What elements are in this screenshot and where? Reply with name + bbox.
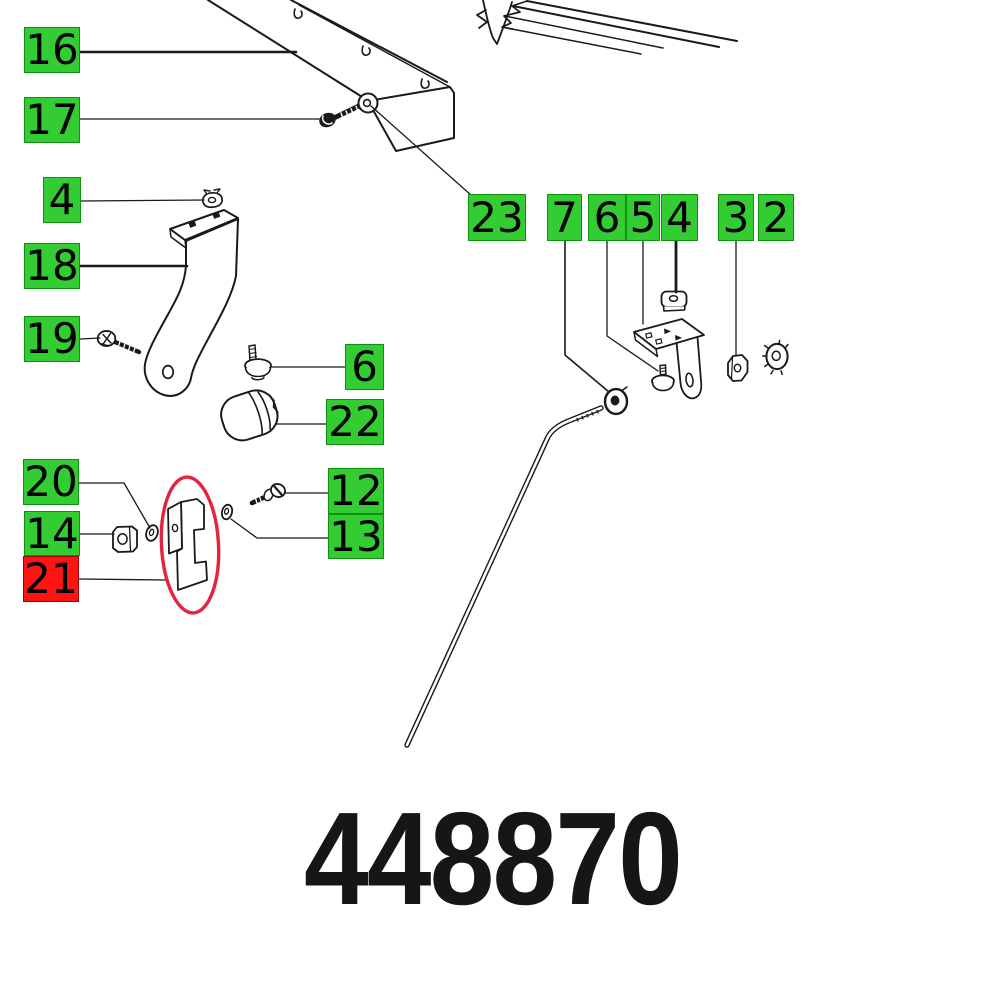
part-label-20[interactable]: 20: [23, 457, 79, 506]
screw-17-drawing: [319, 103, 362, 128]
square-nut-4-drawing: [660, 290, 688, 312]
part-label-16[interactable]: 16: [24, 25, 80, 74]
nut-14-drawing: [112, 525, 138, 553]
part-label-3[interactable]: 3: [718, 194, 754, 241]
screw-12-drawing: [249, 483, 286, 506]
highlight-ellipse: [159, 475, 221, 615]
part-label-17[interactable]: 17: [24, 95, 80, 144]
part-label-4-left[interactable]: 4: [43, 177, 81, 223]
screw-6-left-drawing: [244, 344, 272, 381]
washer-20-drawing: [145, 524, 159, 542]
bracket-5-drawing: [633, 318, 705, 400]
part-number: 448870: [304, 785, 683, 932]
nut-3-drawing: [727, 354, 749, 382]
clip-4-drawing: [202, 188, 223, 209]
screw-19-drawing: [96, 329, 142, 355]
cap-22-drawing: [220, 389, 279, 442]
bracket-18-drawing: [143, 209, 239, 397]
part-label-4-right[interactable]: 4: [661, 194, 698, 241]
part-label-22[interactable]: 22: [326, 399, 384, 445]
rod-drawing: [404, 405, 604, 748]
clip-21-drawing: [167, 498, 208, 591]
part-label-5[interactable]: 5: [626, 194, 660, 241]
part-label-6-left[interactable]: 6: [345, 344, 384, 390]
knurled-nut-2-drawing: [762, 339, 789, 376]
part-label-21-highlighted[interactable]: 21: [23, 554, 79, 603]
part-label-2[interactable]: 2: [758, 194, 794, 241]
washer-7-drawing: [603, 386, 629, 416]
rail-16-drawing: [207, 0, 455, 152]
channel-rail-drawing: [501, 0, 738, 55]
part-label-12[interactable]: 12: [328, 466, 384, 515]
part-label-23[interactable]: 23: [468, 194, 526, 241]
part-label-6-right[interactable]: 6: [588, 194, 626, 241]
clamp-claw-drawing: [476, 0, 513, 45]
part-label-14[interactable]: 14: [24, 508, 80, 558]
part-label-19[interactable]: 19: [24, 314, 80, 363]
part-label-7[interactable]: 7: [547, 194, 582, 241]
screw-6-right-drawing: [651, 364, 675, 392]
part-label-13[interactable]: 13: [328, 511, 384, 561]
leader-lines: [78, 50, 737, 581]
part-label-18[interactable]: 18: [24, 241, 80, 290]
washer-13-drawing: [220, 503, 234, 521]
